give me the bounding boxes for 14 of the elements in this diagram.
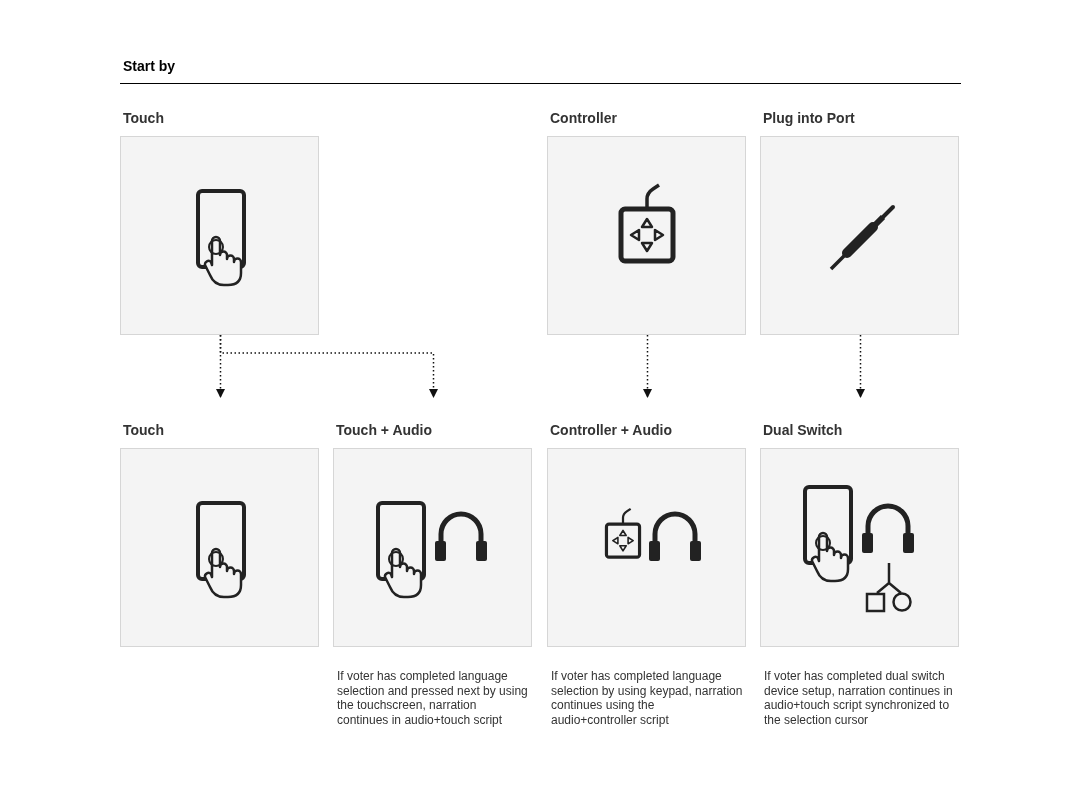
option-heading: Touch: [123, 421, 164, 440]
option-heading: Controller: [550, 109, 617, 128]
option-heading: Dual Switch: [763, 421, 843, 440]
option-heading: Plug into Port: [763, 109, 855, 128]
option-heading: Controller + Audio: [550, 421, 672, 440]
section-title: Start by: [123, 58, 176, 74]
description-text: If voter has completed language selection and pressed next by using the touchscreen, narration continues in audio+touch script: [337, 669, 529, 727]
dotted-arrow: [219, 334, 438, 399]
description-text: If voter has completed language selection by using keypad, narration continues using the audio+controller script: [551, 669, 743, 727]
description-text: If voter has completed dual switch device setup, narration continues in audio+touch script synchronized to the selection cursor: [764, 669, 954, 727]
option-heading: Touch: [123, 109, 164, 128]
dotted-arrow: [856, 334, 865, 399]
option-heading: Touch + Audio: [336, 421, 433, 440]
dotted-arrow: [643, 334, 652, 399]
